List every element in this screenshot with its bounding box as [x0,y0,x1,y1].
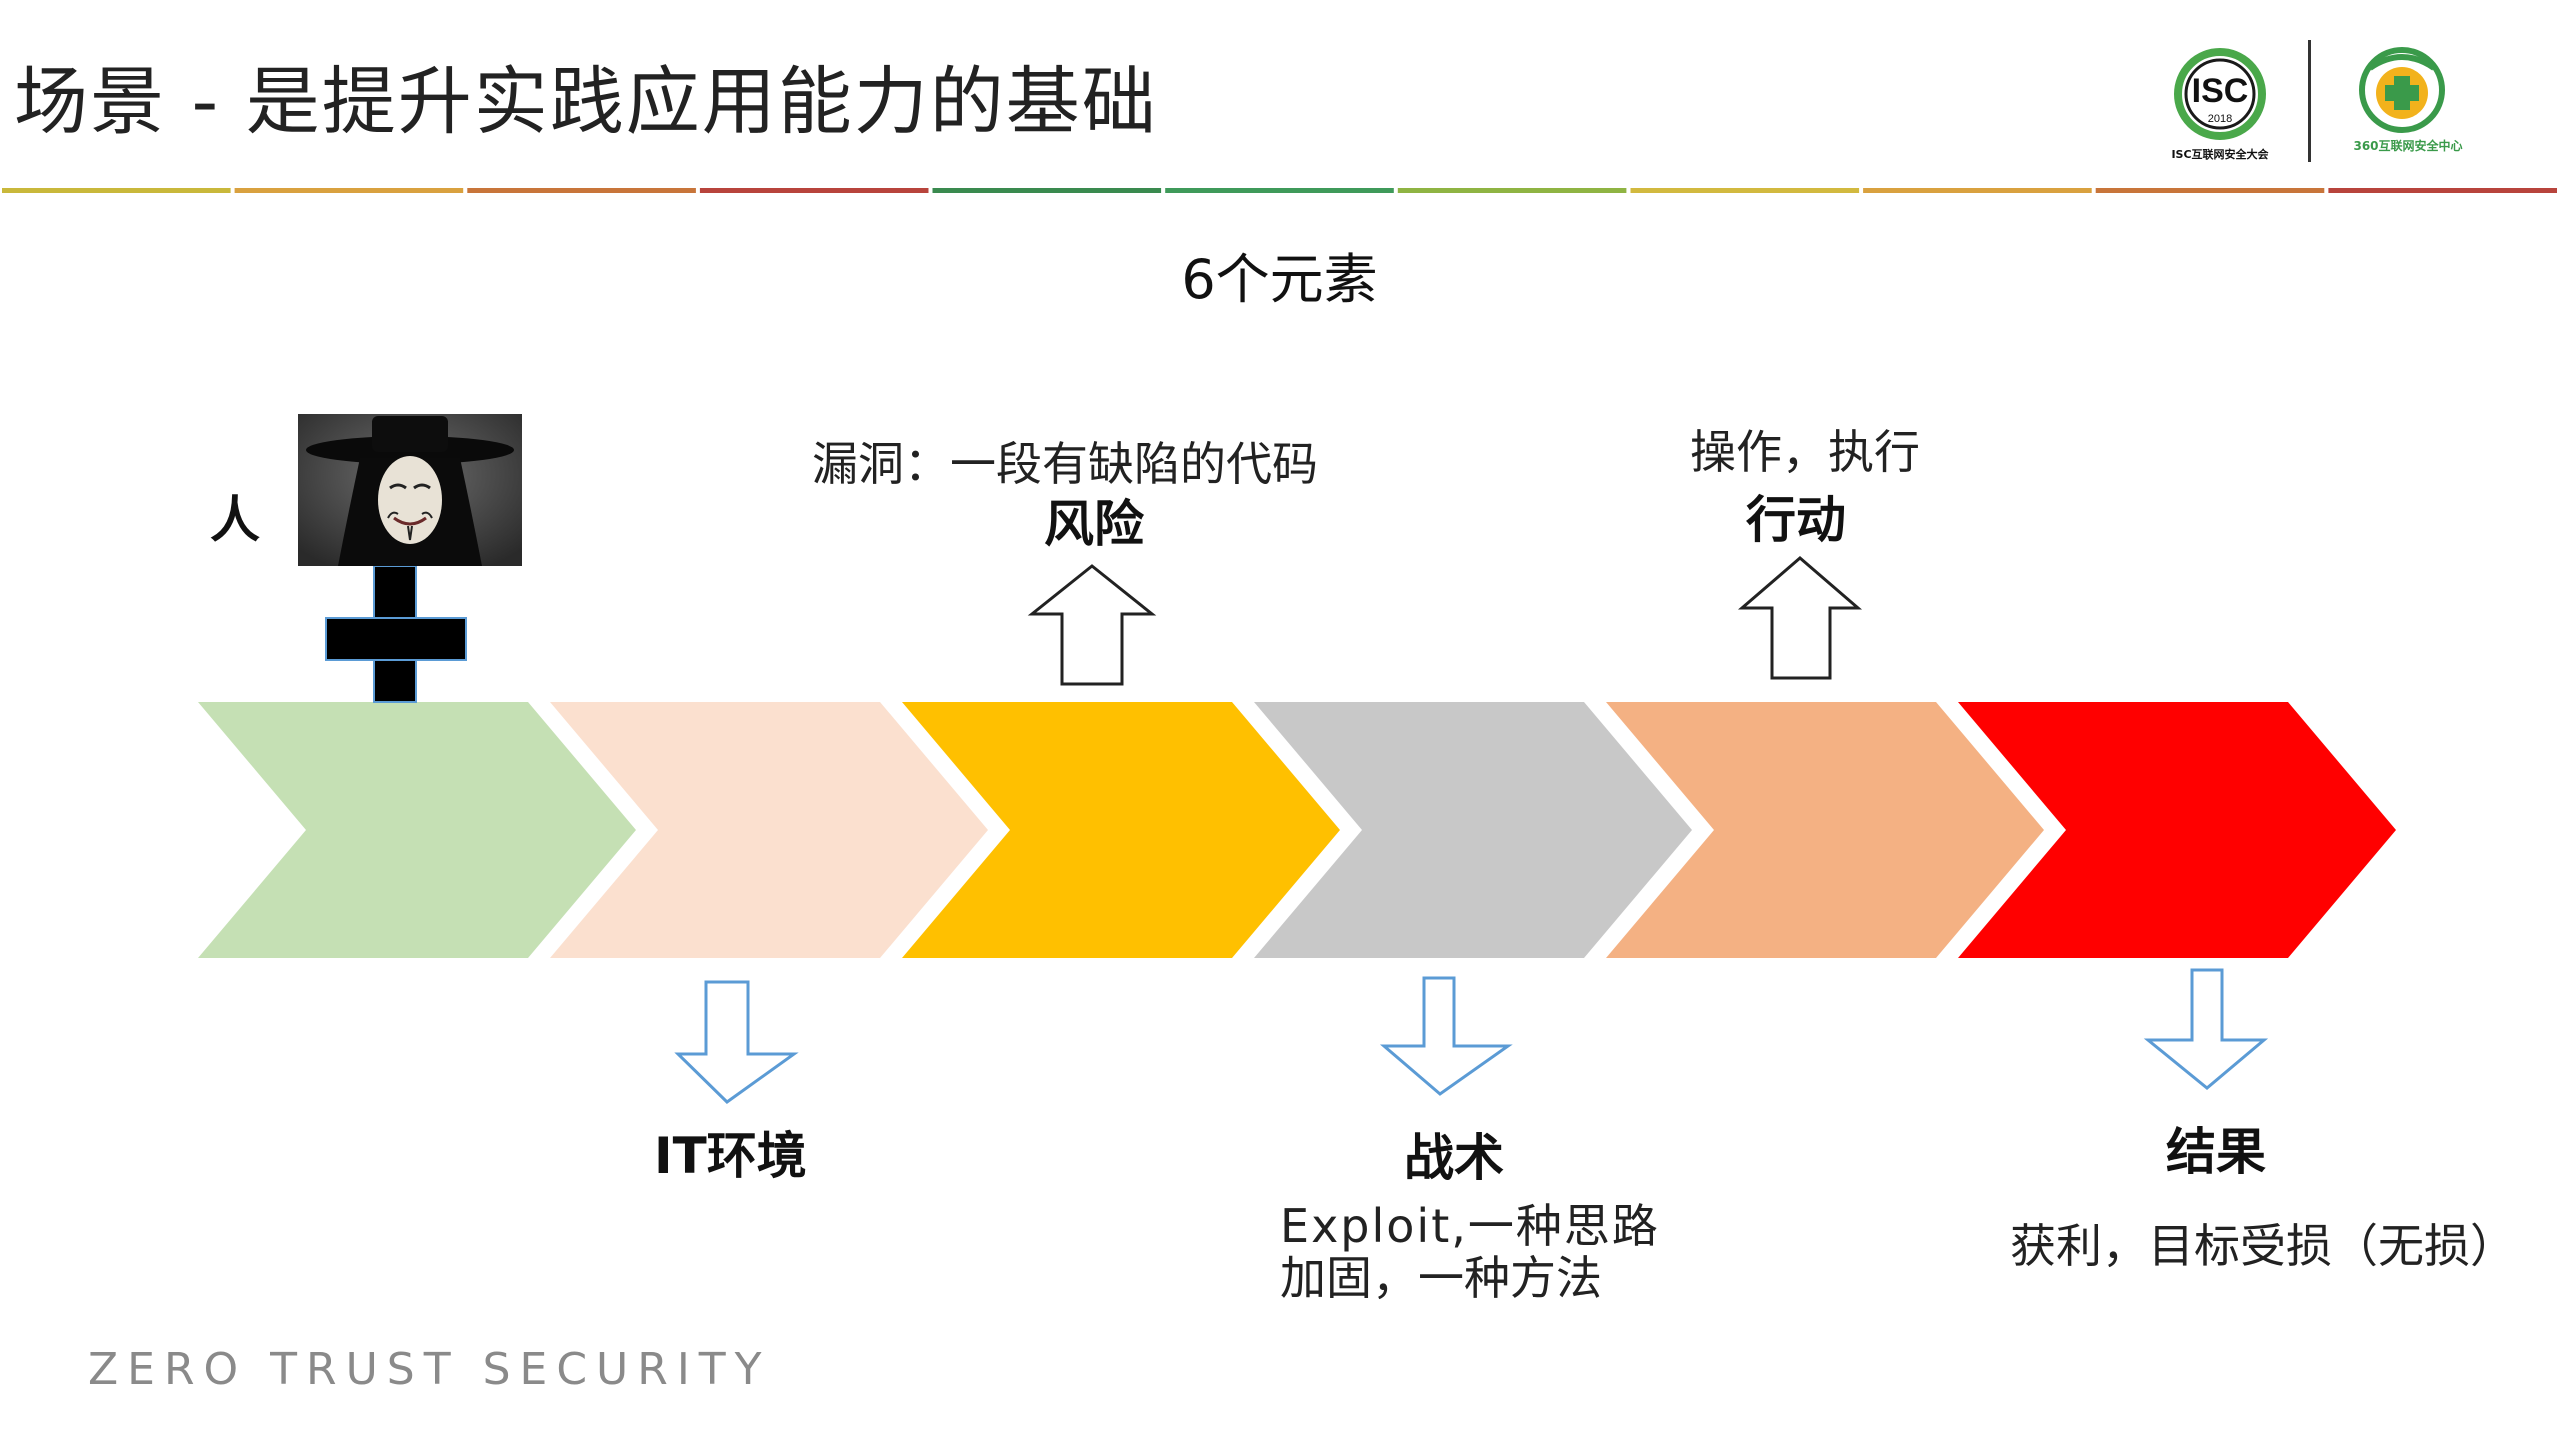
header-rule-segment [2,188,231,193]
360-logo: 360互联网安全中心 [2330,38,2490,163]
isc-logo: ISC 2018 ISC互联网安全大会 [2150,42,2290,167]
chevron-stage-result [1958,702,2396,958]
slide-title: 场景 - 是提升实践应用能力的基础 [14,59,1158,145]
chevron-flow [198,702,2396,958]
chevron-stage-tactics [1254,702,1692,958]
masked-actor-image [298,414,522,566]
header-color-rule [0,188,2559,194]
360-logo-caption: 360互联网安全中心 [2353,138,2462,153]
isc-logo-caption: ISC互联网安全大会 [2171,147,2269,161]
action-description: 操作，执行 [1690,425,1920,479]
risk-title: 风险 [1044,495,1144,553]
chevron-stage-it-environment [550,702,988,958]
header-rule-segment [1165,188,1394,193]
header-rule-segment [2328,188,2557,193]
chevron-stage-action [1606,702,2044,958]
isc-logo-mark: ISC [2192,72,2249,110]
risk-description: 漏洞：一段有缺陷的代码 [812,437,1318,491]
down-arrow-icon [674,980,799,1104]
diagram-subtitle: 6个元素 [1181,248,1378,311]
header-rule-segment [932,188,1162,193]
down-arrow-icon [1379,976,1513,1096]
tactics-description-2: 加固，一种方法 [1280,1251,1602,1305]
result-description: 获利，目标受损（无损） [2010,1219,2516,1273]
tactics-description-1: Exploit,一种思路 [1280,1199,1660,1253]
down-arrow-icon [2143,968,2269,1090]
it-environment-title: IT环境 [654,1127,807,1185]
up-arrow-icon [1737,556,1863,680]
header-rule-segment [234,188,464,193]
logo-divider [2308,40,2311,162]
header-rule-segment [699,188,929,193]
tactics-title: 战术 [1404,1129,1504,1187]
header-rule-segment [2095,188,2325,193]
chevron-stage-start [198,702,636,958]
action-title: 行动 [1746,491,1846,549]
up-arrow-icon [1027,564,1157,686]
header-rule-segment [467,188,696,193]
isc-logo-year: 2018 [2208,113,2232,125]
chevron-stage-risk [902,702,1340,958]
result-title: 结果 [2166,1123,2266,1181]
header-rule-segment [1397,188,1627,193]
header-rule-segment [1630,188,1860,193]
plus-icon [325,565,467,703]
header-rule-segment [1863,188,2092,193]
actor-label: 人 [210,491,260,549]
footer-brand: ZERO TRUST SECURITY [88,1344,771,1395]
